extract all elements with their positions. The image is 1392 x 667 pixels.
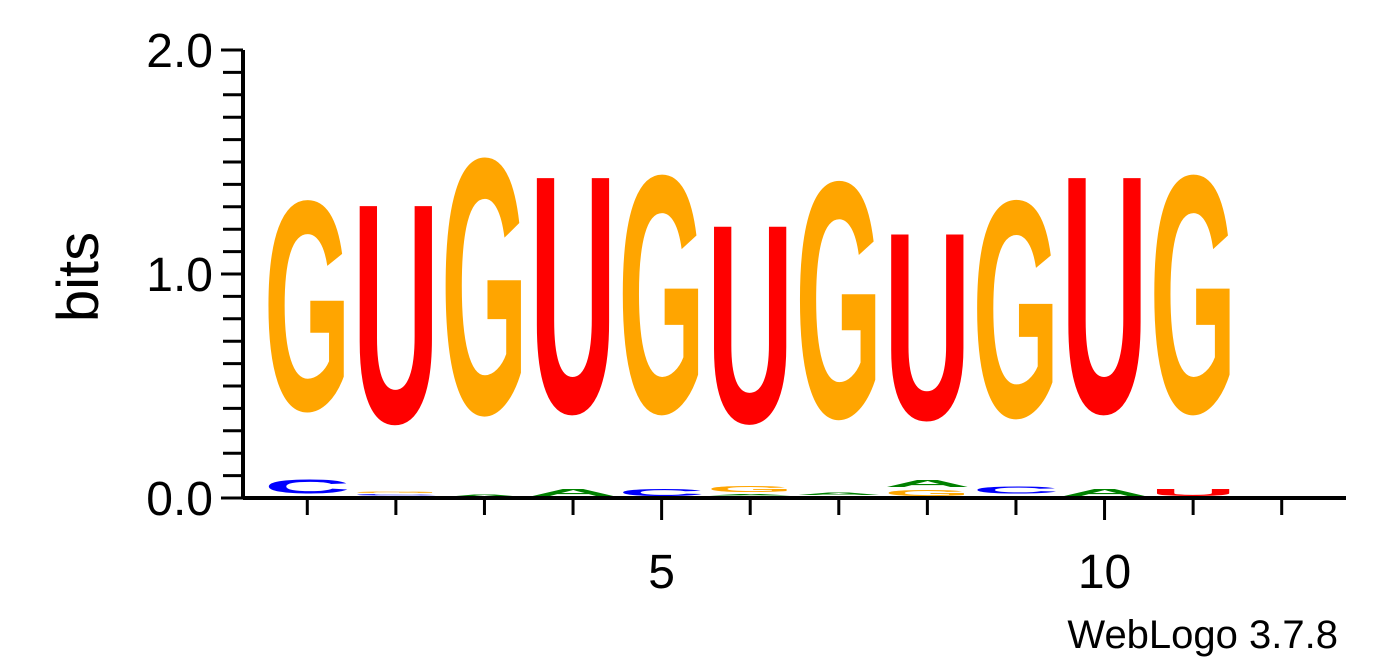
letter-G-pos-7: G xyxy=(795,112,882,489)
letter-A-pos-4: A xyxy=(530,487,617,498)
letter-U-pos-4: U xyxy=(530,105,617,485)
letter-A-pos-7: A xyxy=(795,491,882,495)
axes: 0.0 1.0 2.0 5 10 xyxy=(146,25,1346,599)
letter-G-pos-5: G xyxy=(618,104,705,484)
letter-U-pos-2: U xyxy=(352,140,439,490)
letter-G-pos-11: G xyxy=(1150,104,1237,484)
letter-C-pos-1: C xyxy=(264,476,351,498)
letter-G-pos-9: G xyxy=(973,137,1060,483)
letter-C-pos-2: C xyxy=(352,494,439,496)
letter-A-pos-6: A xyxy=(707,494,794,496)
letter-U-pos-6: U xyxy=(707,167,794,483)
letter-C-pos-9: C xyxy=(973,485,1060,496)
letter-A-pos-3: A xyxy=(441,494,528,498)
x-tick-label: 10 xyxy=(1078,546,1131,599)
y-tick-label: 0.0 xyxy=(146,473,213,526)
letter-U-pos-8: U xyxy=(884,178,971,477)
letter-G-pos-3: G xyxy=(441,83,528,492)
y-tick-label: 1.0 xyxy=(146,249,213,302)
letter-A-pos-8: A xyxy=(884,478,971,489)
letter-stacks: CGACGUAGAUCGCAGUCAGGAUACGAUUG xyxy=(264,83,1237,498)
letter-G-pos-8: G xyxy=(884,489,971,498)
letter-U-pos-10: U xyxy=(1061,105,1148,485)
letter-G-pos-1: G xyxy=(264,138,351,473)
letter-A-pos-10: A xyxy=(1061,487,1148,498)
weblogo-credit: WebLogo 3.7.8 xyxy=(1067,613,1338,657)
y-tick-label: 2.0 xyxy=(146,25,213,78)
letter-G-pos-2: G xyxy=(352,491,439,493)
letter-C-pos-5: C xyxy=(618,487,705,498)
x-tick-label: 5 xyxy=(648,546,675,599)
y-axis-title: bits xyxy=(46,232,111,322)
letter-U-pos-11: U xyxy=(1150,487,1237,498)
letter-G-pos-6: G xyxy=(707,484,794,493)
